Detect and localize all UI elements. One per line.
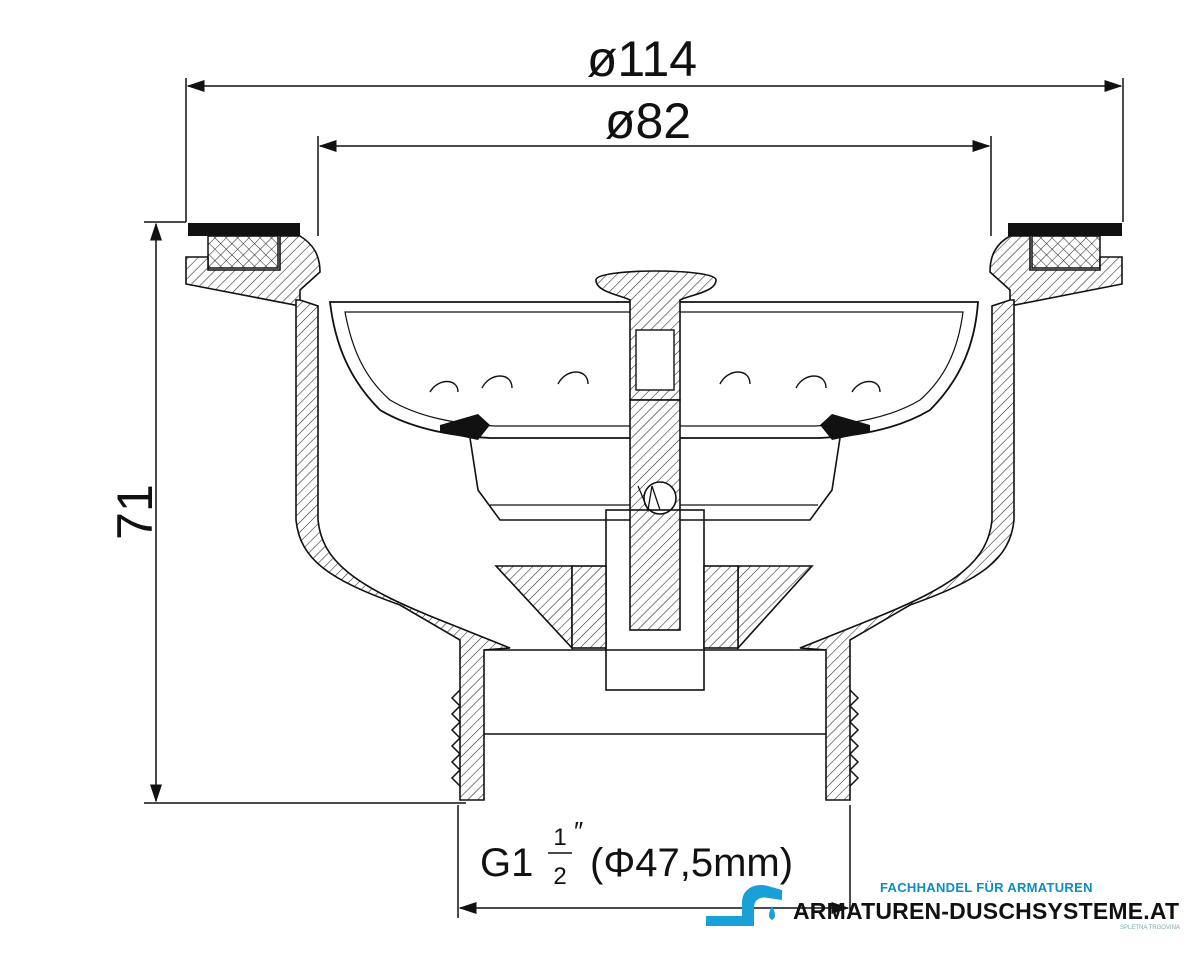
brand-small-text: SPLETNA TRGOVINA bbox=[1120, 925, 1180, 931]
threaded-nut bbox=[494, 565, 814, 651]
inner-diameter-label: ø82 bbox=[605, 93, 691, 149]
faucet-icon bbox=[706, 884, 782, 926]
outer-diameter-label: ø114 bbox=[587, 31, 697, 87]
brand-logo bbox=[702, 872, 786, 932]
height-label: 71 bbox=[107, 484, 163, 540]
height-dimension: 71 bbox=[107, 221, 466, 804]
outer-diameter-dimension: ø114 bbox=[185, 31, 1124, 222]
thread-denominator: 2 bbox=[553, 863, 566, 890]
thread-prefix: G1 bbox=[480, 841, 533, 885]
thread-mark: ″ bbox=[574, 816, 583, 846]
strainer-body bbox=[295, 299, 1015, 801]
brand-tagline: FACHHANDEL FÜR ARMATUREN bbox=[880, 880, 1093, 895]
thread-dimension: G1 1 2 ″ (Φ47,5mm) bbox=[457, 805, 851, 918]
thread-suffix: (Φ47,5mm) bbox=[590, 841, 793, 885]
thread-numerator: 1 bbox=[553, 824, 566, 851]
flange-right bbox=[989, 223, 1123, 307]
strainer-basket bbox=[328, 301, 979, 521]
stopper-stem bbox=[595, 270, 717, 691]
inner-diameter-dimension: ø82 bbox=[317, 93, 992, 236]
flange-left bbox=[185, 223, 321, 307]
brand-name: ARMATUREN-DUSCHSYSTEME.AT bbox=[793, 898, 1180, 924]
